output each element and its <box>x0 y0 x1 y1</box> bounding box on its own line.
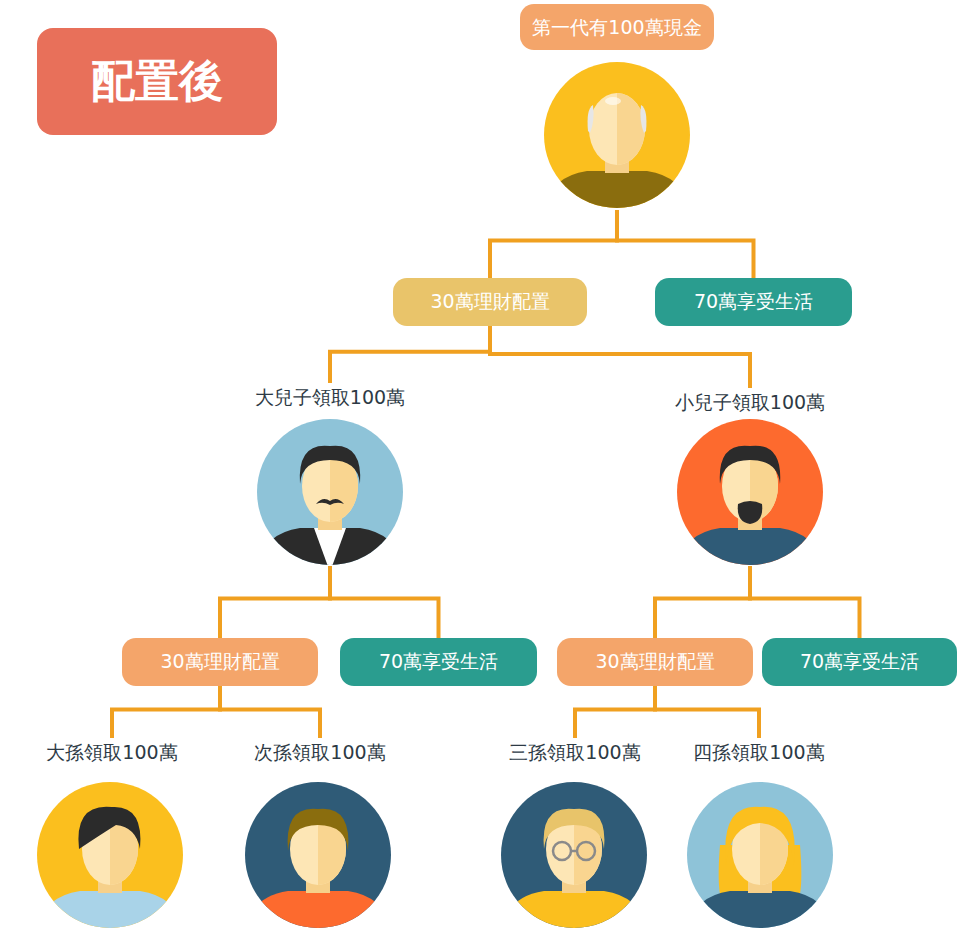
box-label: 30萬理財配置 <box>430 289 549 315</box>
grandson-1-avatar <box>37 782 183 935</box>
person-label: 四孫領取100萬 <box>693 738 824 765</box>
younger-son-avatar <box>677 419 823 572</box>
tree-connector <box>330 566 439 638</box>
enjoy-box: 70萬享受生活 <box>340 638 537 686</box>
person-label: 次孫領取100萬 <box>254 738 385 765</box>
box-label: 70萬享受生活 <box>694 289 813 315</box>
tree-connector <box>750 566 860 638</box>
eldest-son-avatar <box>257 419 403 572</box>
box-label: 配置後 <box>91 52 223 111</box>
person-label: 三孫領取100萬 <box>509 738 640 765</box>
enjoy-box: 70萬享受生活 <box>655 278 852 326</box>
person-node: 四孫領取100萬 <box>676 738 842 928</box>
person-label: 第一代有100萬現金 <box>520 4 713 50</box>
person-label: 大兒子領取100萬 <box>255 383 405 410</box>
tree-connector <box>490 326 750 388</box>
invest-box: 30萬理財配置 <box>393 278 587 326</box>
grandchild-3-avatar <box>501 782 647 935</box>
box-label: 30萬理財配置 <box>160 649 279 675</box>
box-label: 70萬享受生活 <box>379 649 498 675</box>
person-label: 大孫領取100萬 <box>46 738 177 765</box>
grandson-2-avatar <box>245 782 391 935</box>
person-node: 小兒子領取100萬 <box>665 388 835 566</box>
tree-connector <box>655 686 759 738</box>
person-node: 次孫領取100萬 <box>238 738 402 928</box>
tree-connector <box>220 686 320 738</box>
invest-box: 30萬理財配置 <box>122 638 318 686</box>
invest-box: 30萬理財配置 <box>557 638 753 686</box>
person-label: 小兒子領取100萬 <box>675 388 825 415</box>
tree-connector <box>617 210 754 278</box>
tree-connector <box>330 326 490 383</box>
person-node: 三孫領取100萬 <box>494 738 656 928</box>
person-node: 大孫領取100萬 <box>30 738 194 928</box>
person-node: 第一代有100萬現金 <box>516 4 717 210</box>
person-node: 大兒子領取100萬 <box>250 383 410 566</box>
tree-connector <box>220 566 330 638</box>
title-box: 配置後 <box>37 28 277 135</box>
tree-connector <box>655 566 750 638</box>
box-label: 70萬享受生活 <box>800 649 919 675</box>
grandchild-4-avatar <box>687 782 833 935</box>
box-label: 30萬理財配置 <box>595 649 714 675</box>
enjoy-box: 70萬享受生活 <box>762 638 957 686</box>
tree-connector <box>112 686 220 738</box>
grandfather-avatar <box>544 62 690 215</box>
tree-connector <box>575 686 655 738</box>
tree-connector <box>490 210 617 278</box>
